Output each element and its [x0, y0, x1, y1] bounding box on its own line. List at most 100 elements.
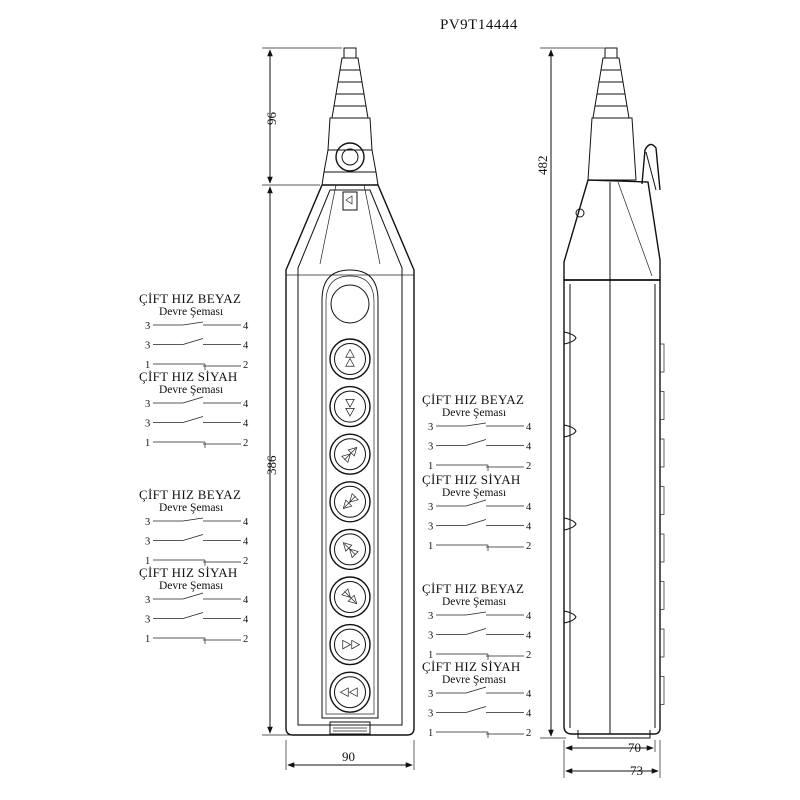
- push-button-column: [329, 338, 371, 713]
- terminal-number: 4: [526, 611, 532, 622]
- terminal-number: 3: [428, 522, 433, 533]
- push-button[interactable]: [329, 671, 371, 713]
- terminal-number: 4: [526, 422, 532, 433]
- right-double-arrow-icon: [342, 639, 361, 650]
- terminal-number: 1: [428, 541, 433, 552]
- cable-gland: [321, 47, 379, 186]
- pendant-body: [285, 184, 415, 736]
- schematic-title: ÇİFT HIZ SİYAH: [422, 472, 521, 487]
- terminal-number: 2: [243, 438, 248, 449]
- dim-width: 90: [342, 749, 355, 764]
- terminal-number: 4: [243, 595, 249, 606]
- push-button[interactable]: [329, 433, 371, 475]
- schematic-title: ÇİFT HIZ SİYAH: [422, 659, 521, 674]
- schematic-title: ÇİFT HIZ BEYAZ: [422, 392, 524, 407]
- schematic-subtitle: Devre Şeması: [442, 407, 506, 419]
- schematic-subtitle: Devre Şeması: [442, 596, 506, 608]
- terminal-number: 3: [145, 419, 150, 430]
- terminal-number: 1: [145, 360, 150, 371]
- terminal-number: 1: [428, 650, 433, 661]
- drawing-title: PV9T14444: [440, 17, 518, 33]
- side-button-profiles: [659, 343, 665, 705]
- push-button[interactable]: [329, 338, 371, 380]
- terminal-number: 3: [428, 709, 433, 720]
- terminal-number: 1: [428, 461, 433, 472]
- terminal-number: 4: [243, 615, 249, 626]
- terminal-number: 3: [145, 517, 150, 528]
- terminal-number: 2: [243, 360, 248, 371]
- terminal-number: 2: [526, 728, 531, 739]
- terminal-number: 4: [243, 321, 249, 332]
- push-button[interactable]: [329, 576, 371, 618]
- diagonal-down-left-arrow-icon: [342, 493, 359, 510]
- side-button-stub: [659, 533, 665, 563]
- terminal-number: 4: [526, 442, 532, 453]
- side-button-stub: [659, 581, 665, 610]
- schematic-title: ÇİFT HIZ BEYAZ: [139, 291, 241, 306]
- terminal-number: 1: [145, 438, 150, 449]
- side-view: [563, 47, 665, 739]
- diagonal-down-right-arrow-icon: [341, 588, 358, 605]
- terminal-number: 3: [428, 442, 433, 453]
- terminal-number: 3: [428, 611, 433, 622]
- push-button[interactable]: [329, 528, 371, 571]
- schematic-subtitle: Devre Şeması: [442, 487, 506, 499]
- dimension-lines: 96 386 90 482 70 73: [262, 47, 661, 778]
- schematic-subtitle: Devre Şeması: [442, 674, 506, 686]
- terminal-number: 3: [428, 422, 433, 433]
- dim-total-depth: 73: [630, 763, 643, 778]
- diagonal-up-right-arrow-icon: [341, 446, 358, 463]
- terminal-number: 3: [428, 689, 433, 700]
- side-button-stub: [659, 486, 665, 515]
- schematic-title: ÇİFT HIZ BEYAZ: [139, 487, 241, 502]
- terminal-number: 3: [145, 399, 150, 410]
- dim-total-height: 482: [535, 156, 550, 176]
- front-view: [285, 47, 415, 736]
- terminal-number: 3: [145, 615, 150, 626]
- terminal-number: 4: [526, 709, 532, 720]
- schematic-subtitle: Devre Şeması: [159, 384, 223, 396]
- terminal-number: 3: [428, 502, 433, 513]
- terminal-number: 4: [243, 341, 249, 352]
- terminal-number: 3: [145, 537, 150, 548]
- terminal-number: 4: [243, 399, 249, 410]
- side-button-stub: [659, 676, 665, 705]
- terminal-number: 2: [526, 650, 531, 661]
- schematic-subtitle: Devre Şeması: [159, 502, 223, 514]
- terminal-number: 4: [526, 502, 532, 513]
- schematic-title: ÇİFT HIZ SİYAH: [139, 565, 238, 580]
- schematic-subtitle: Devre Şeması: [159, 580, 223, 592]
- terminal-number: 3: [428, 631, 433, 642]
- up-double-arrow-icon: [345, 348, 355, 367]
- down-double-arrow-icon: [345, 399, 355, 417]
- terminal-number: 1: [145, 556, 150, 567]
- emergency-stop-hole: [330, 284, 370, 324]
- diagonal-up-left-arrow-icon: [342, 542, 359, 559]
- terminal-number: 3: [145, 341, 150, 352]
- dim-body-depth: 70: [628, 740, 641, 755]
- push-button[interactable]: [329, 385, 371, 428]
- dim-gland-height: 96: [264, 112, 279, 126]
- side-button-stub: [659, 391, 665, 420]
- terminal-number: 4: [243, 419, 249, 430]
- schematic-subtitle: Devre Şeması: [159, 306, 223, 318]
- terminal-number: 4: [526, 689, 532, 700]
- terminal-number: 2: [243, 556, 248, 567]
- dim-body-height: 386: [264, 455, 279, 475]
- terminal-number: 1: [428, 728, 433, 739]
- terminal-number: 3: [145, 321, 150, 332]
- push-button[interactable]: [329, 481, 371, 523]
- schematic-title: ÇİFT HIZ SİYAH: [139, 369, 238, 384]
- push-button[interactable]: [329, 623, 371, 666]
- side-button-stub: [659, 628, 665, 658]
- terminal-number: 3: [145, 595, 150, 606]
